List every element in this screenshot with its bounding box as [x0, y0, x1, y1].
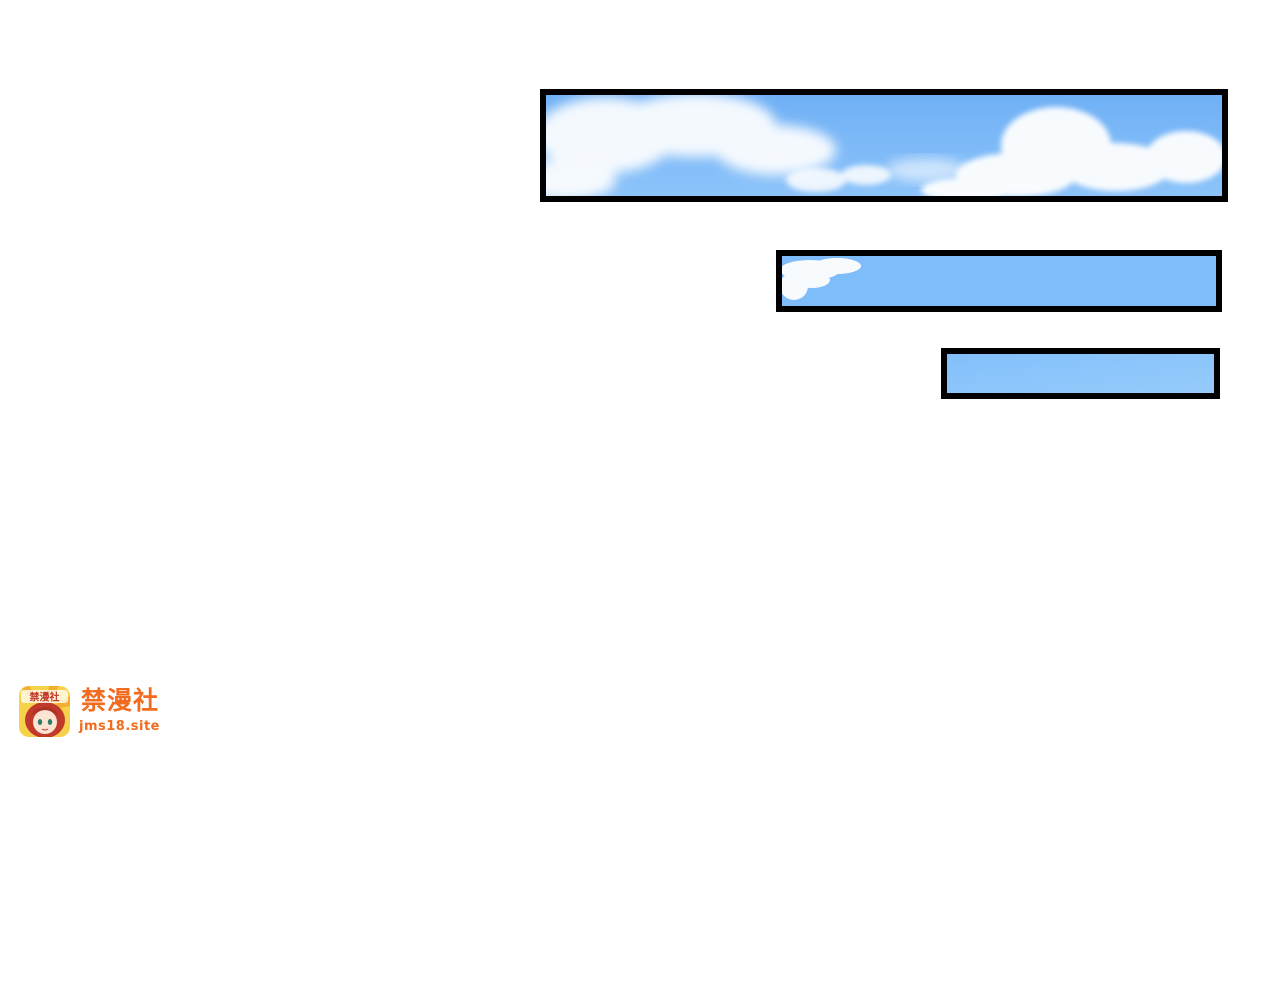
sky-panel-plain	[941, 348, 1220, 399]
sky-clouds-illustration	[546, 95, 1222, 196]
sky-wisp-illustration	[782, 256, 1216, 306]
anime-girl-logo-icon: 禁漫社	[19, 686, 70, 737]
brand-url: jms18.site	[79, 719, 160, 734]
sky-plain-illustration	[947, 354, 1214, 393]
logo-illustration: 禁漫社	[19, 686, 70, 737]
logo-icon-text: 禁漫社	[29, 691, 60, 704]
sky-panel-clouds-small	[776, 250, 1222, 312]
site-watermark: 禁漫社 禁漫社 jms18.site	[19, 686, 169, 740]
brand-name: 禁漫社	[81, 686, 160, 715]
sky-panel-clouds-wide	[540, 89, 1228, 202]
